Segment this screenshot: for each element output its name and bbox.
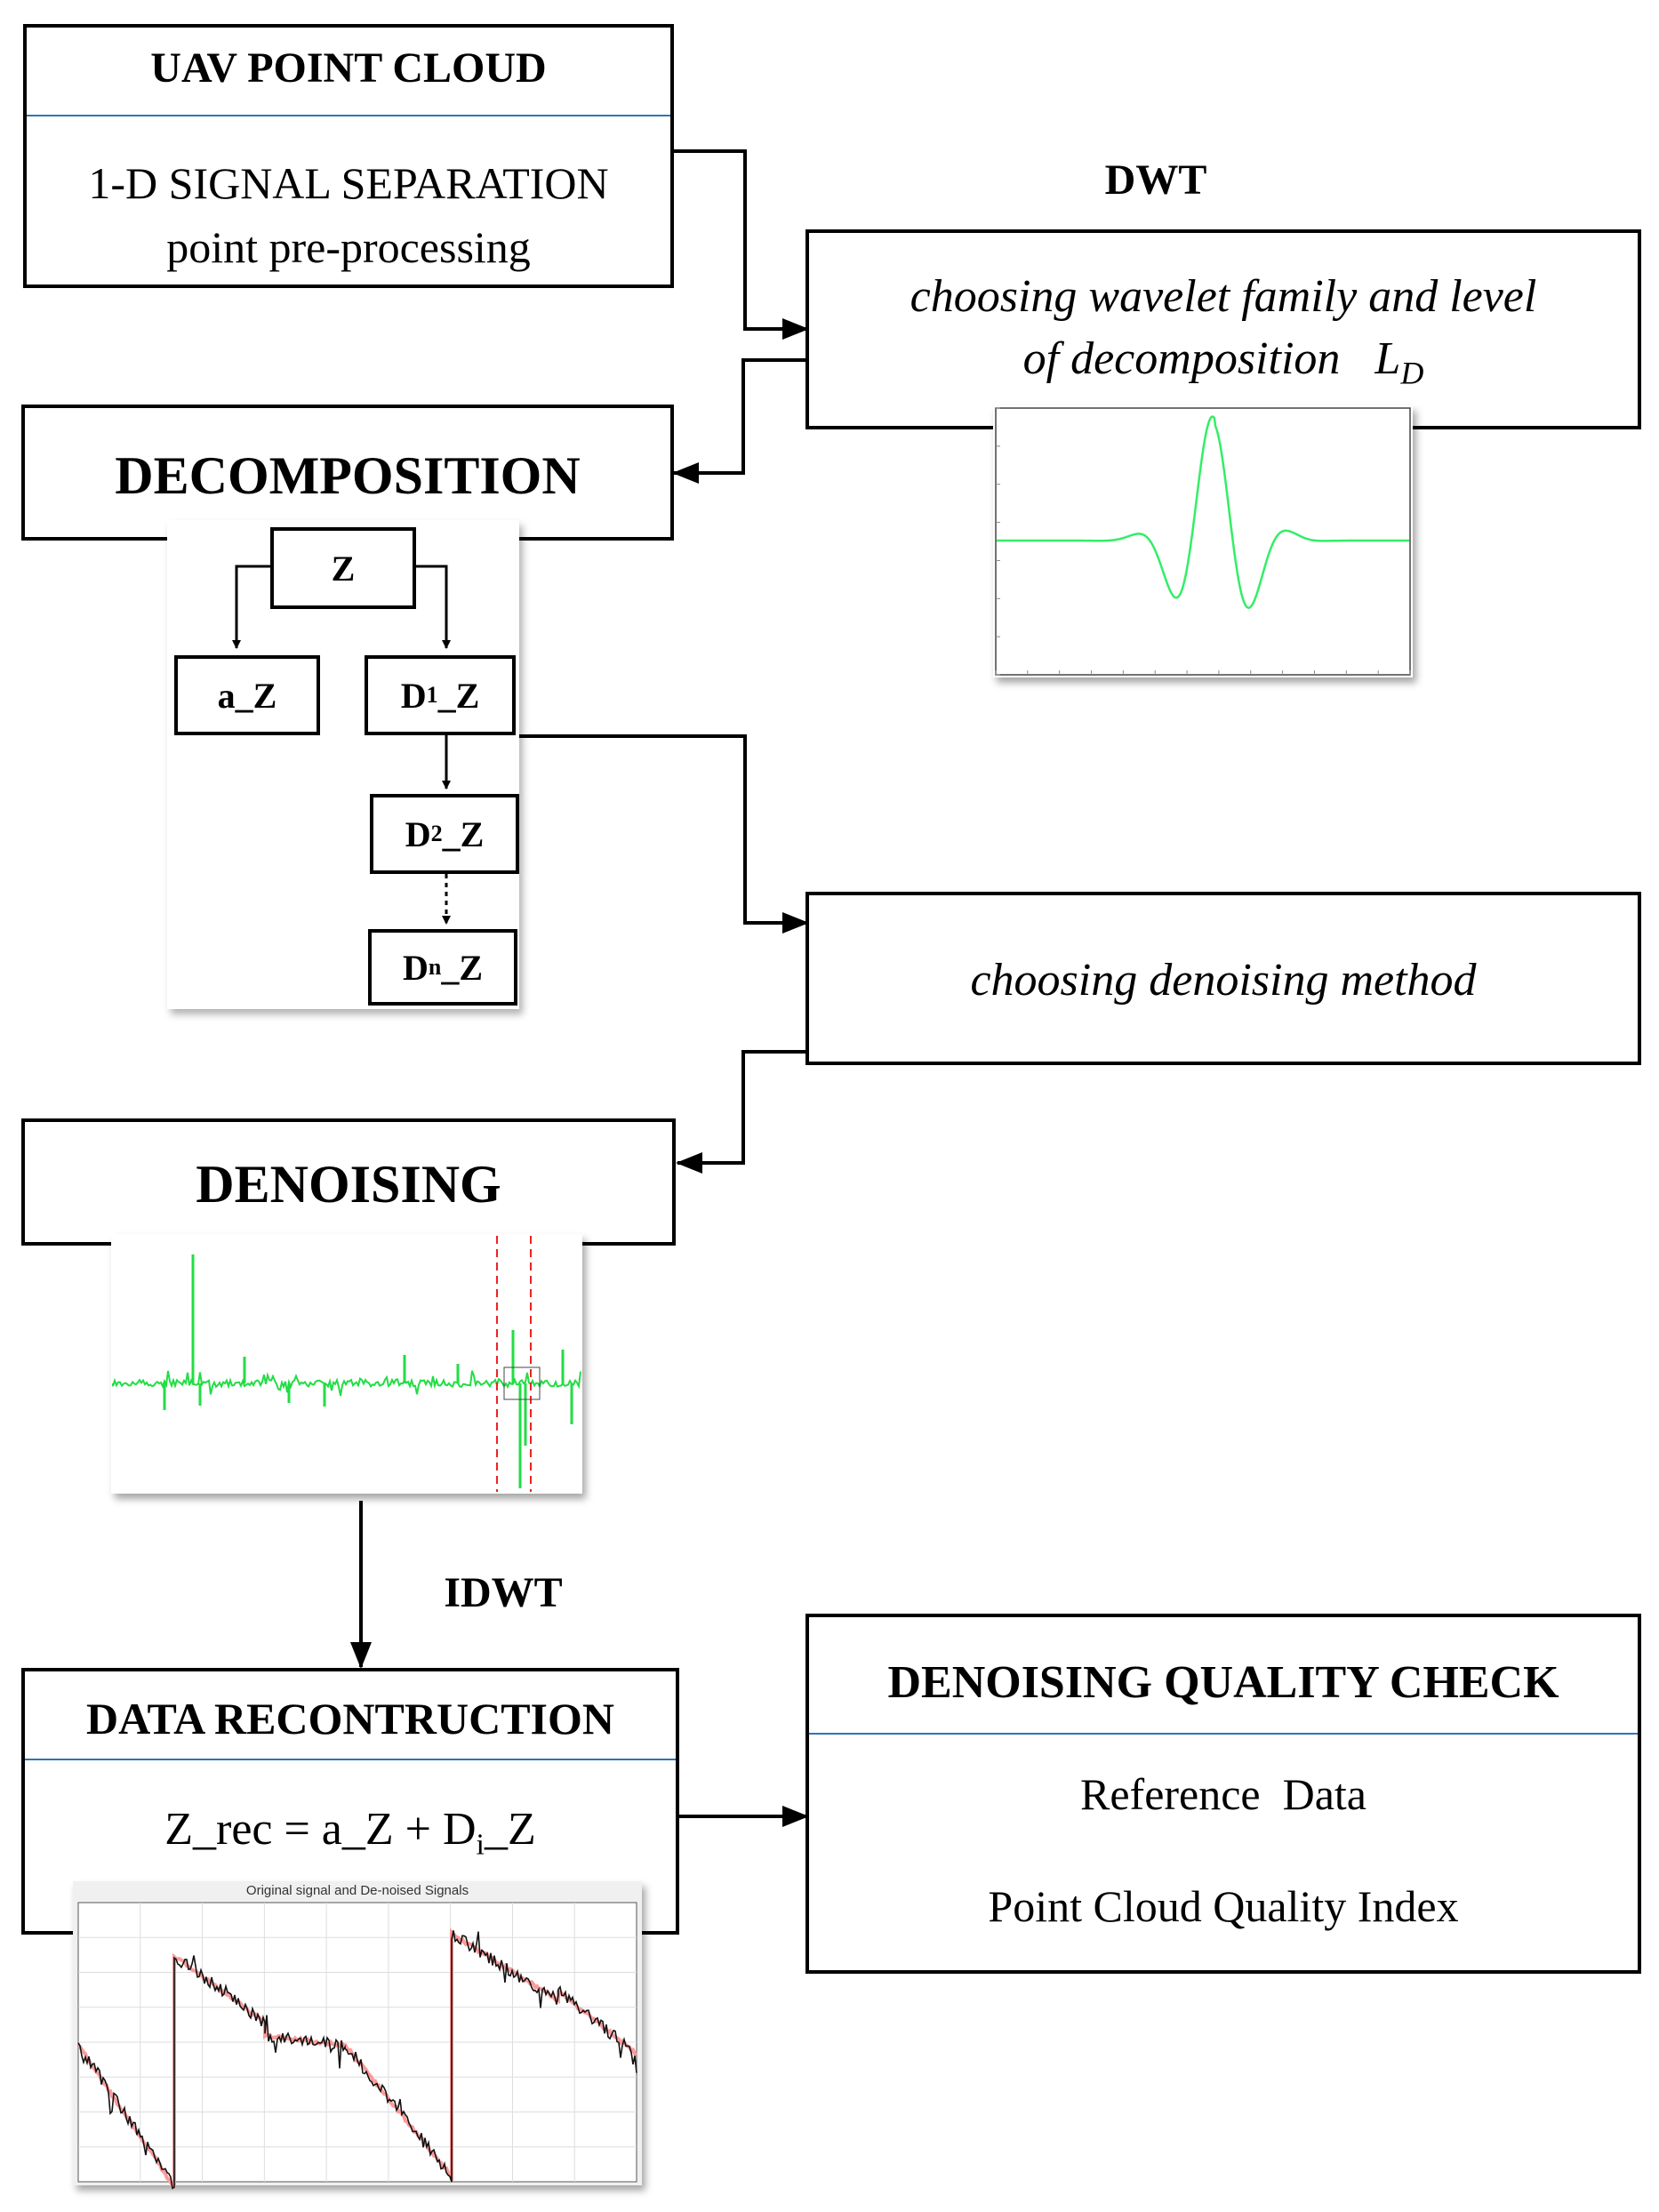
quality-divider <box>809 1733 1638 1735</box>
uav-title: UAV POINT CLOUD <box>150 44 547 92</box>
dwt-symbol: L <box>1374 333 1401 384</box>
original-signal <box>77 1930 637 2190</box>
dwt-wavelet-box: choosing wavelet family and level of dec… <box>805 229 1641 429</box>
arrow-method-to-denoising <box>676 1050 807 1174</box>
recon-title: DATA RECONTRUCTION <box>85 1694 615 1743</box>
quality-title: DENOISING QUALITY CHECK <box>887 1657 1559 1708</box>
coefficients-chart <box>112 1236 581 1492</box>
idwt-label: IDWT <box>444 1569 563 1616</box>
denoising-method-box: choosing denoising method <box>805 892 1641 1065</box>
dwt-line1: choosing wavelet family and level <box>910 271 1537 322</box>
uav-point-cloud-box: UAV POINT CLOUD 1-D SIGNAL SEPARATION po… <box>23 24 674 288</box>
recon-divider <box>25 1759 676 1760</box>
reconstruction-plot: Original signal and De-noised Signals <box>73 1881 642 2190</box>
reconstruction-chart <box>77 1902 638 2190</box>
dwt-line2: of decomposition LD <box>809 333 1638 391</box>
denoised-signal <box>77 1927 638 2190</box>
quality-line1: Reference Data <box>1080 1769 1366 1819</box>
quality-line2: Point Cloud Quality Index <box>988 1881 1459 1931</box>
dwt-label: DWT <box>1104 156 1207 204</box>
node-a-z: a_Z <box>174 655 320 735</box>
uav-divider <box>27 115 670 116</box>
arrow-uav-to-dwt <box>672 149 809 340</box>
detail-coefficients <box>112 1370 581 1396</box>
uav-line2: point pre-processing <box>166 222 531 272</box>
dwt-symbol-sub: D <box>1400 355 1424 391</box>
recon-plot-title: Original signal and De-noised Signals <box>245 1883 469 1898</box>
denoising-method-label: choosing denoising method <box>970 955 1477 1006</box>
arrow-dwt-to-decomposition <box>672 358 807 484</box>
wavelet-plot <box>993 405 1413 677</box>
wavelet-chart <box>995 407 1411 676</box>
denoising-plot <box>111 1234 582 1494</box>
decomposition-box: DECOMPOSITION <box>21 405 674 541</box>
recon-formula: Z_rec = a_Z + Di_Z <box>164 1804 536 1862</box>
uav-line1: 1-D SIGNAL SEPARATION <box>88 158 609 208</box>
decomposition-title: DECOMPOSITION <box>115 446 581 505</box>
denoising-box: DENOISING <box>21 1118 676 1246</box>
denoising-title: DENOISING <box>196 1155 501 1214</box>
node-z: Z <box>270 527 416 609</box>
quality-check-box: DENOISING QUALITY CHECK Reference Data P… <box>805 1614 1641 1974</box>
dwt-line2-text: of decomposition <box>1022 333 1341 384</box>
zoom-box <box>503 1366 541 1400</box>
wavelet-curve <box>997 415 1409 609</box>
arrow-d1-to-method <box>517 734 809 934</box>
tree-connectors <box>232 565 451 925</box>
